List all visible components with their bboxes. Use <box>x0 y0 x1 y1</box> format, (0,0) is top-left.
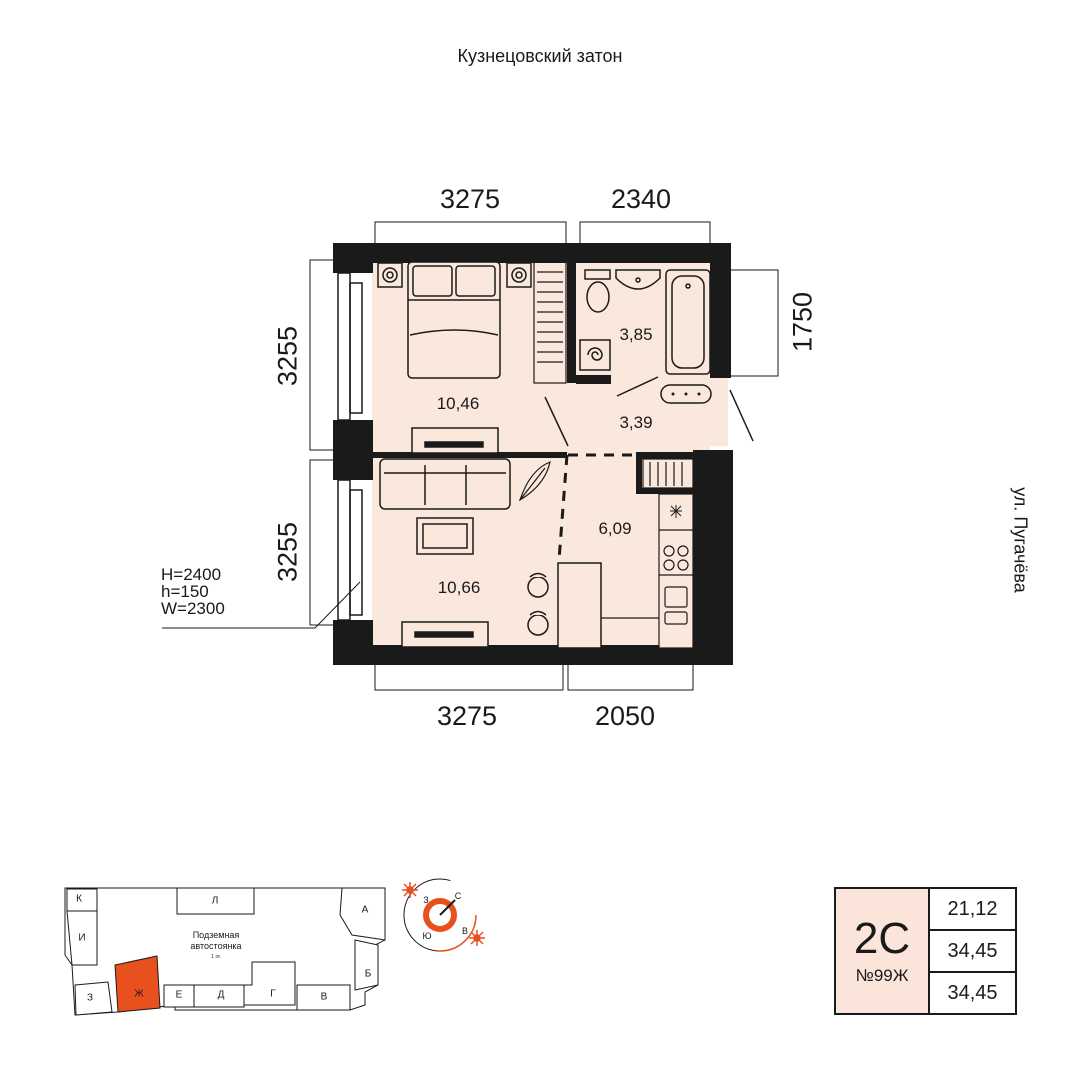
area-living: 21,12 <box>930 889 1015 931</box>
section-label-i: И <box>78 932 86 944</box>
parking-title: Подземная <box>192 930 240 940</box>
area-total-2: 34,45 <box>947 981 998 1004</box>
outer-walls <box>333 243 733 665</box>
dimension-lines <box>162 221 779 691</box>
room-area-bathroom: 3,85 <box>619 325 653 344</box>
apartment-type-cell: 2С №99Ж <box>836 889 930 1013</box>
section-a-shape <box>339 887 386 941</box>
living-tv <box>401 621 489 648</box>
plant <box>518 461 551 502</box>
parking-title-2: автостоянка <box>190 941 242 951</box>
bathtub <box>665 269 711 375</box>
window-spec: H=2400 h=150 W=2300 <box>161 566 225 617</box>
compass-ring <box>403 878 477 952</box>
bathroom-door <box>616 376 659 397</box>
compass-dial <box>423 898 457 932</box>
bed <box>407 261 501 379</box>
apartment-areas: 21,12 34,45 34,45 <box>930 889 1015 1013</box>
section-label-zh: Ж <box>134 988 144 1000</box>
section-g-shape <box>243 961 296 1006</box>
dim-top-right: 2340 <box>611 184 672 214</box>
section-label-z: З <box>86 992 94 1004</box>
compass-north: С <box>454 891 462 901</box>
parking-label: Подземная автостоянка 1 эт. <box>190 930 241 963</box>
section-z-shape <box>74 981 113 1016</box>
section-label-g: Г <box>270 988 276 1000</box>
site-plan <box>64 887 386 1016</box>
room-area-hallway: 3,39 <box>619 413 653 432</box>
zone-separators <box>557 453 636 561</box>
chairs <box>527 572 549 636</box>
toilet <box>584 269 611 313</box>
apartment-type: 2С <box>853 914 911 963</box>
dim-left-upper: 3255 <box>272 325 303 387</box>
section-b-shape <box>354 939 379 991</box>
street-top-label: Кузнецовский затон <box>457 46 623 66</box>
parking-level: 1 эт. <box>211 954 221 960</box>
hallway-wardrobe <box>642 458 694 489</box>
hallway-ext <box>710 376 728 446</box>
dim-left-lower: 3255 <box>272 521 303 583</box>
entrance-door <box>729 389 754 442</box>
section-label-d: Д <box>217 989 225 1001</box>
coffee-table <box>416 517 474 555</box>
dim-right-side: 1750 <box>787 291 818 353</box>
section-l-shape <box>176 887 255 915</box>
nightstands <box>377 262 532 288</box>
area-total: 34,45 <box>930 931 1015 973</box>
bench-dots <box>671 392 701 396</box>
window-sill: h=150 <box>161 582 209 601</box>
dim-bottom-right: 2050 <box>595 701 656 731</box>
room-area-bedroom: 10,46 <box>436 394 480 413</box>
compass-needle <box>439 899 456 916</box>
sink <box>615 269 661 290</box>
compass-east: В <box>461 926 469 936</box>
apartment-number: №99Ж <box>855 966 909 985</box>
room-area-living: 10,66 <box>437 578 481 597</box>
room-area-kitchen: 6,09 <box>598 519 632 538</box>
apartment-info: 2С №99Ж 21,12 34,45 34,45 <box>834 887 1017 1015</box>
windows-left <box>337 272 363 621</box>
section-label-a: А <box>361 904 369 916</box>
stove-icon <box>663 545 689 571</box>
washing-machine <box>579 339 611 371</box>
section-v-shape <box>296 984 351 1011</box>
section-label-l: Л <box>211 895 219 907</box>
section-label-b: Б <box>364 968 372 980</box>
dim-top-left: 3275 <box>440 184 501 214</box>
section-zh-shape <box>114 955 161 1013</box>
compass <box>403 878 477 952</box>
dim-bottom-left: 3275 <box>437 701 498 731</box>
window-height: H=2400 <box>161 565 222 584</box>
compass-south: Ю <box>422 931 432 941</box>
section-label-e: Е <box>175 989 183 1001</box>
sofa <box>379 458 511 510</box>
bedroom-door <box>544 396 569 447</box>
sun-icon <box>402 882 418 898</box>
compass-west: З <box>423 895 429 905</box>
kitchen-sink-icon <box>664 586 688 625</box>
interior-walls <box>372 263 694 494</box>
bedroom-tv <box>411 427 499 454</box>
bedroom-wardrobe <box>533 261 567 384</box>
section-label-k: К <box>76 893 82 905</box>
dining-table <box>557 562 602 649</box>
section-label-v: В <box>320 991 328 1003</box>
section-i-shape <box>66 910 98 966</box>
sun-icon-2 <box>469 930 485 946</box>
fridge-icon <box>670 505 682 518</box>
window-width: W=2300 <box>161 599 225 618</box>
